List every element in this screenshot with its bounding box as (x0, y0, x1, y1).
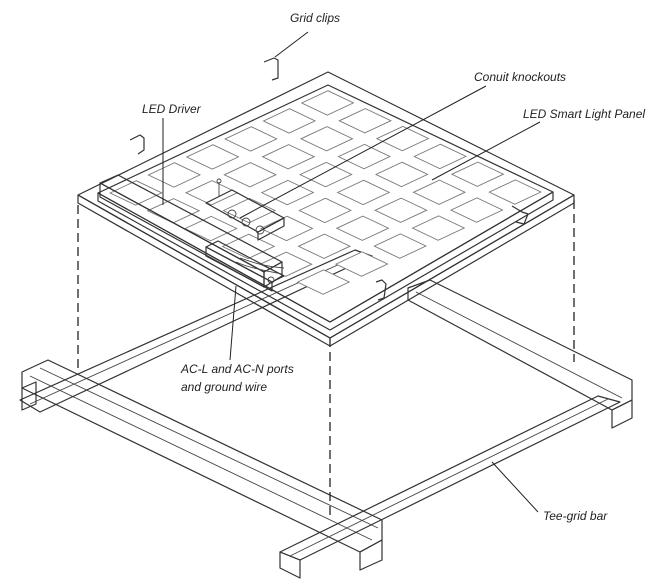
led-cell (146, 198, 201, 224)
label-led-driver: LED Driver (142, 102, 201, 116)
led-cell (450, 161, 505, 187)
panel-inner-edge (97, 191, 554, 331)
label-conduit-knockouts: Conuit knockouts (474, 70, 567, 84)
led-cell (411, 215, 466, 241)
grid-clips (129, 57, 529, 301)
tee-grid-bar-right (407, 279, 633, 411)
tee-grid-bar-front-end (279, 551, 301, 579)
label-grid-clips: Grid clips (290, 11, 341, 25)
label-ac-ports-line1: AC-L and AC-N ports (181, 362, 294, 376)
led-cell (297, 233, 352, 259)
led-cell (336, 179, 391, 206)
tee-grid-bar-left-ridge (29, 375, 373, 541)
tee-grid-bar-front (19, 249, 373, 413)
grid-clip-right-icon (511, 205, 529, 225)
led-cell (259, 215, 314, 242)
led-cell (221, 233, 276, 260)
label-ac-ports-line2: and ground wire (181, 380, 268, 394)
led-cell (262, 108, 317, 134)
conduit-knockout-plate (205, 178, 285, 241)
led-cell (299, 161, 353, 188)
grid-clip-left-icon (129, 134, 145, 155)
led-cell (338, 108, 392, 134)
tee-grid-bar-back-ridge (289, 398, 609, 557)
ac-terminal-block (205, 240, 285, 292)
led-cell (185, 144, 240, 170)
ac-wire (235, 261, 283, 275)
knockout-hole-icon (241, 217, 251, 227)
led-cell (222, 197, 277, 224)
knockout-screw-head-icon (216, 178, 222, 184)
led-cell (413, 143, 467, 170)
knockout-plate-edge (257, 217, 285, 241)
led-cell (261, 144, 316, 170)
led-cell (223, 162, 277, 188)
led-cell (375, 125, 430, 152)
grid-clip-back-icon (263, 57, 279, 81)
leader-conduit-knockouts (239, 85, 487, 219)
led-cell-grid (109, 90, 542, 295)
led-cell (296, 269, 351, 295)
tee-grid-bar-right-ridge (415, 291, 623, 399)
led-cell (337, 143, 392, 170)
led-cell (373, 233, 427, 259)
led-cell (374, 161, 429, 188)
led-cell (224, 126, 278, 152)
led-cell (488, 179, 542, 205)
grid-clip-front-icon (375, 279, 387, 301)
panel-frame-rim (77, 194, 575, 347)
terminal-block-side (205, 246, 273, 292)
tee-grid-frame (19, 249, 633, 579)
tee-grid-bar-right-end (611, 399, 633, 429)
knockout-hole-icon (227, 209, 237, 219)
led-cell (109, 180, 163, 206)
knockout-hole-icon (255, 225, 265, 235)
label-tee-grid-bar: Tee-grid bar (543, 509, 608, 523)
led-cell (184, 215, 238, 242)
tee-grid-bar-left-ridge2 (39, 367, 379, 529)
led-cell (449, 197, 504, 223)
led-cell (334, 251, 389, 277)
led-cell (300, 90, 355, 116)
leader-lines (162, 31, 541, 513)
led-cell (299, 126, 354, 152)
led-cell (298, 197, 352, 224)
ground-wire (239, 257, 285, 269)
tee-grid-bar-corner-end (359, 539, 383, 571)
led-cell (147, 162, 202, 188)
label-led-smart-light-panel: LED Smart Light Panel (523, 107, 646, 121)
alignment-lines (77, 200, 575, 520)
led-cell (412, 179, 467, 205)
tee-grid-bar-left-end (21, 381, 37, 411)
led-cell (335, 215, 390, 241)
leader-tee-grid-bar (491, 461, 539, 513)
led-driver-end (263, 261, 283, 288)
leader-grid-clips (274, 31, 309, 58)
leader-ac-ports (229, 285, 237, 361)
led-cell (184, 180, 239, 206)
led-cell (374, 197, 428, 223)
leader-led-panel (431, 121, 541, 181)
